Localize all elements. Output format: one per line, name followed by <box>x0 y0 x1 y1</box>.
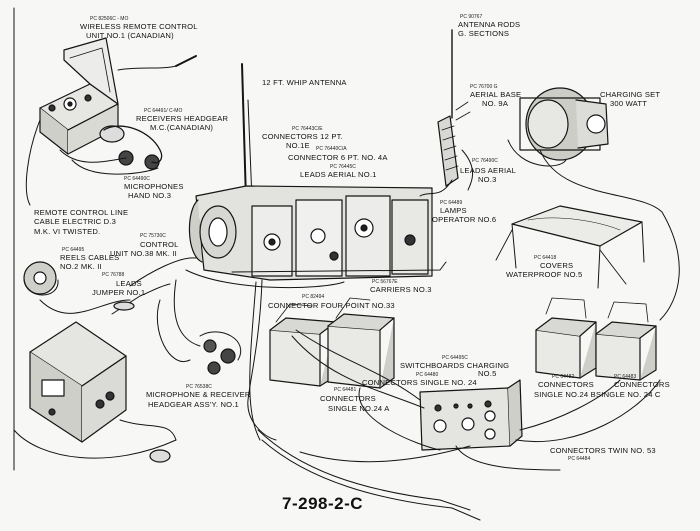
microphones-pc: PC 64490C <box>124 176 150 182</box>
remote-control-line1: REMOTE CONTROL LINE <box>34 208 129 217</box>
lamps-operator-pc: PC 64489 <box>440 200 463 206</box>
covers-waterproof-drawing <box>495 205 645 289</box>
wireless-remote-line2: UNIT NO.1 (CANADIAN) <box>86 31 174 40</box>
reels-cables-line1: REELS CABLES <box>60 253 120 262</box>
connectors-twin-label: CONNECTORS TWIN NO. 53 <box>550 446 656 455</box>
connectors-24a-line2: SINGLE NO.24 A <box>328 404 390 413</box>
mic-receiver-pc: PC 76538C <box>186 384 212 390</box>
control-unit-drawing <box>13 321 177 463</box>
connectors-12pt-pc: PC 76443C/E <box>292 126 323 132</box>
remote-control-line2: CABLE ELECTRIC D.3 <box>34 217 117 226</box>
microphones-line1: MICROPHONES <box>124 182 184 191</box>
wireless-remote-line1: WIRELESS REMOTE CONTROL <box>80 22 198 31</box>
switchboards-line2: NO.5 <box>478 369 497 378</box>
connectors-24b-line1: CONNECTORS <box>538 380 594 389</box>
connector-four-point-pc: PC 82494 <box>302 294 325 300</box>
leads-aerial-3-line2: NO.3 <box>478 175 497 184</box>
connectors-24a-pc: PC 64481 <box>334 387 357 393</box>
cable-runs <box>39 257 661 521</box>
switchboards-line1: SWITCHBOARDS CHARGING <box>400 361 510 370</box>
switchboard-drawing <box>419 379 561 471</box>
connectors-24b-line2: SINGLE NO.24 B <box>534 390 596 399</box>
microphones-line2: HAND NO.3 <box>128 191 172 200</box>
mic-receiver-line2: HEADGEAR ASS'Y. NO.1 <box>148 400 239 409</box>
connectors-24b-pc: PC 64482 <box>552 374 575 380</box>
leads-jumper <box>111 283 171 315</box>
reels-cables-line2: NO.2 MK. II <box>60 262 102 271</box>
connectors-twin-pc: PC 64484 <box>568 456 591 462</box>
charging-set-line1: CHARGING SET <box>600 90 661 99</box>
leads-jumper-line2: JUMPER NO.1 <box>92 288 146 297</box>
antenna-rods-line1: ANTENNA RODS <box>458 20 521 29</box>
connectors-24c-line1: CONNECTORS <box>614 380 670 389</box>
remote-control-line3: M.K. VI TWISTED. <box>34 227 101 236</box>
control-unit-line1: CONTROL <box>140 240 179 249</box>
connector-four-point-label: CONNECTOR FOUR POINT NO.33 <box>268 301 395 310</box>
connectors-12pt-line2: NO.1E <box>286 141 310 150</box>
whip-antenna-label: 12 FT. WHIP ANTENNA <box>262 78 347 87</box>
aerial-base-line1: AERIAL BASE <box>470 90 522 99</box>
aerial-base-line2: NO. 9A <box>482 99 509 108</box>
connectors-single-24-label: CONNECTORS SINGLE NO. 24 <box>362 378 477 387</box>
leads-aerial-3-line1: LEADS AERIAL <box>460 166 517 175</box>
antenna-rods-pc: PC 90767 <box>460 14 483 20</box>
drawing-number: 7-298-2-C <box>282 494 364 513</box>
covers-line1: COVERS <box>540 261 574 270</box>
leads-jumper-line1: LEADS <box>116 279 142 288</box>
receivers-headgear-line1: RECEIVERS HEADGEAR <box>136 114 229 123</box>
control-unit-pc: PC 75730C <box>140 233 166 239</box>
mic-receiver-headgear-drawing <box>156 279 242 375</box>
leads-jumper-pc: PC 76788 <box>102 272 125 278</box>
batteries-center-drawing <box>269 297 395 389</box>
antenna-rods-drawing <box>419 29 473 197</box>
wireless-remote-unit-drawing <box>25 37 197 206</box>
lamps-operator-line2: OPERATOR NO.6 <box>432 215 497 224</box>
receivers-headgear-line2: M.C.(CANADIAN) <box>150 123 214 132</box>
batteries-right-drawing <box>535 297 657 381</box>
carriers-pc: PC 56767E <box>372 279 398 285</box>
connector-6pt-label: CONNECTOR 6 PT. NO. 4A <box>288 153 388 162</box>
connectors-24a-line1: CONNECTORS <box>320 394 376 403</box>
covers-pc: PC 64418 <box>534 255 557 261</box>
mic-receiver-line1: MICROPHONE & RECEIVER <box>146 390 251 399</box>
aerial-base-pc: PC 76700 G <box>470 84 498 90</box>
connectors-24c-line2: SINGLE NO. 24 C <box>596 390 661 399</box>
leads-aerial-1-label: LEADS AERIAL NO.1 <box>300 170 377 179</box>
receivers-headgear-pc: PC 64491/ C-MO <box>144 108 183 114</box>
charging-set-drawing <box>507 87 680 321</box>
carriers-label: CARRIERS NO.3 <box>370 285 432 294</box>
leads-aerial-3-pc: PC 76490C <box>472 158 498 164</box>
covers-line2: WATERPROOF NO.5 <box>506 270 583 279</box>
switchboards-pc: PC 64495C <box>442 355 468 361</box>
wireless-remote-pc: PC 82506C - MO <box>90 16 129 22</box>
antenna-rods-line2: G. SECTIONS <box>458 29 510 38</box>
connectors-single-24-pc: PC 64480 <box>416 372 439 378</box>
leads-aerial-1-pc: PC 76445C <box>330 164 356 170</box>
connectors-12pt-line1: CONNECTORS 12 PT. <box>262 132 343 141</box>
connectors-24c-pc: PC 64483 <box>614 374 637 380</box>
lamps-operator-line1: LAMPS <box>440 206 467 215</box>
reels-cables-pc: PC 64495 <box>62 247 85 253</box>
whip-antenna <box>241 63 247 201</box>
radio-set-drawing <box>188 185 447 281</box>
control-unit-line2: UNIT NO.38 MK. II <box>110 249 177 258</box>
connector-6pt-pc: PC 76440C/A <box>316 146 347 152</box>
charging-set-line2: 300 WATT <box>610 99 648 108</box>
cable-reel-drawing <box>23 261 59 296</box>
headgear-and-mic-drawing <box>59 125 163 175</box>
